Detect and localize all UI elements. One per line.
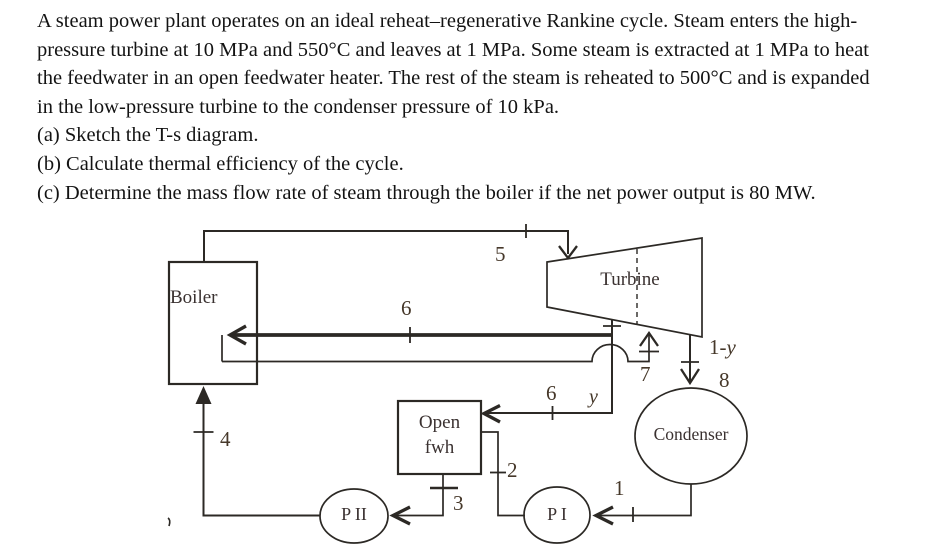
state-label-8: 8 [719, 368, 730, 392]
state-label-2: 2 [507, 458, 518, 482]
open-fwh-label: Open fwh [398, 410, 481, 460]
state-label-6-reheat: 6 [401, 296, 412, 320]
problem-line: pressure turbine at 10 MPa and 550°C and… [37, 38, 869, 61]
state-label-7: 7 [640, 362, 651, 386]
arrowhead-1-icon [592, 505, 614, 526]
state-label-1: 1 [614, 476, 625, 500]
boiler-box [167, 260, 259, 386]
arrowhead-extraction-icon [480, 404, 501, 424]
problem-text: A steam power plant operates on an ideal… [37, 7, 942, 207]
pump2-label: P II [341, 504, 367, 524]
arrowhead-4-icon [195, 386, 212, 404]
arrowhead-3-icon [389, 505, 411, 526]
pipe-3 [394, 474, 444, 517]
pipe-extraction-y [486, 319, 613, 414]
condenser-label: Condenser [653, 424, 729, 444]
boiler-label: Boiler [170, 287, 218, 308]
pipe-1 [597, 484, 692, 517]
arrowhead-5-icon [558, 245, 578, 260]
fraction-y-label: y [589, 386, 598, 408]
problem-line: (b) Calculate thermal efficiency of the … [37, 152, 404, 175]
arrowhead-8-icon [680, 368, 700, 386]
state-label-5: 5 [495, 242, 506, 266]
turbine-body [546, 237, 703, 339]
pipe-5 [203, 230, 569, 262]
open-fwh-label-line1: Open [418, 412, 461, 433]
arrowhead-7-icon [639, 330, 659, 347]
problem-line: A steam power plant operates on an ideal… [37, 10, 858, 32]
state-label-6-extraction: 6 [546, 381, 557, 405]
pipe-7 [222, 334, 650, 363]
fraction-1-minus-y-symbol: y [726, 335, 736, 359]
fraction-1-minus-y-label: 1-y [709, 335, 736, 360]
pump1-label: P I [547, 504, 567, 524]
problem-line: (a) Sketch the T-s diagram. [37, 124, 259, 147]
state-label-4: 4 [220, 427, 231, 451]
open-fwh-label-line2: fwh [424, 437, 455, 458]
problem-line: (c) Determine the mass flow rate of stea… [37, 181, 816, 204]
problem-line: in the low-pressure turbine to the conde… [37, 95, 560, 118]
ink-speck [167, 517, 171, 527]
fraction-1-minus-y-prefix: 1- [709, 335, 727, 359]
state-label-3: 3 [453, 491, 464, 515]
open-fwh-box [396, 399, 483, 476]
pipe-2 [481, 431, 525, 517]
turbine-label: Turbine [600, 269, 660, 290]
pipe-4 [202, 391, 320, 517]
arrowhead-6-icon [226, 324, 247, 346]
problem-line: the feedwater in an open feedwater heate… [37, 67, 870, 90]
